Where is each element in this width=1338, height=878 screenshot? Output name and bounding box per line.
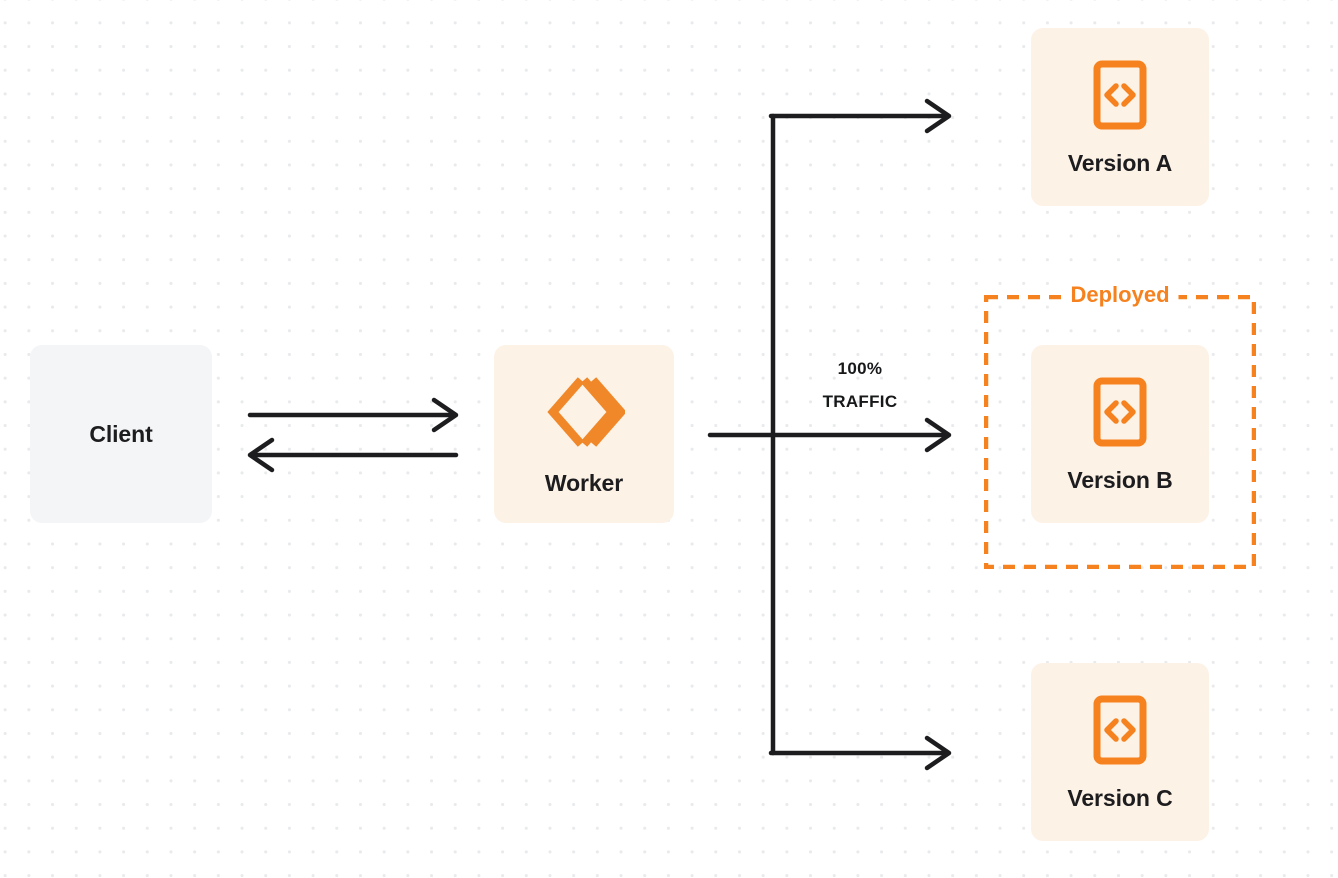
- node-version-c[interactable]: Version C: [1031, 663, 1209, 841]
- node-version-b[interactable]: Version B: [1031, 345, 1209, 523]
- node-version-c-label: Version C: [1067, 784, 1173, 811]
- workers-logo-icon: [543, 374, 627, 450]
- node-client[interactable]: Client: [30, 345, 212, 523]
- node-client-label: Client: [89, 420, 153, 447]
- code-brackets-icon: [1093, 377, 1147, 447]
- arrow-worker-to-version-a: [768, 98, 952, 134]
- traffic-percent-value: 100%: [837, 359, 883, 378]
- traffic-word-label: TRAFFIC: [822, 392, 898, 412]
- arrow-worker-to-client: [247, 437, 459, 473]
- arrow-worker-to-version-c: [768, 735, 952, 771]
- node-worker-label: Worker: [544, 469, 624, 496]
- node-version-b-label: Version B: [1067, 466, 1173, 493]
- node-worker[interactable]: Worker: [494, 345, 674, 523]
- arrow-worker-to-version-b: [707, 417, 952, 453]
- node-version-a-label: Version A: [1067, 149, 1173, 176]
- code-brackets-icon: [1093, 695, 1147, 765]
- arrow-client-to-worker: [247, 397, 459, 433]
- node-version-a[interactable]: Version A: [1031, 28, 1209, 206]
- deployed-frame: Deployed: [984, 279, 1256, 569]
- code-brackets-icon: [1093, 60, 1147, 130]
- traffic-percentage-label: 100% TRAFFIC: [786, 352, 934, 418]
- deployed-frame-label: Deployed: [1061, 279, 1179, 310]
